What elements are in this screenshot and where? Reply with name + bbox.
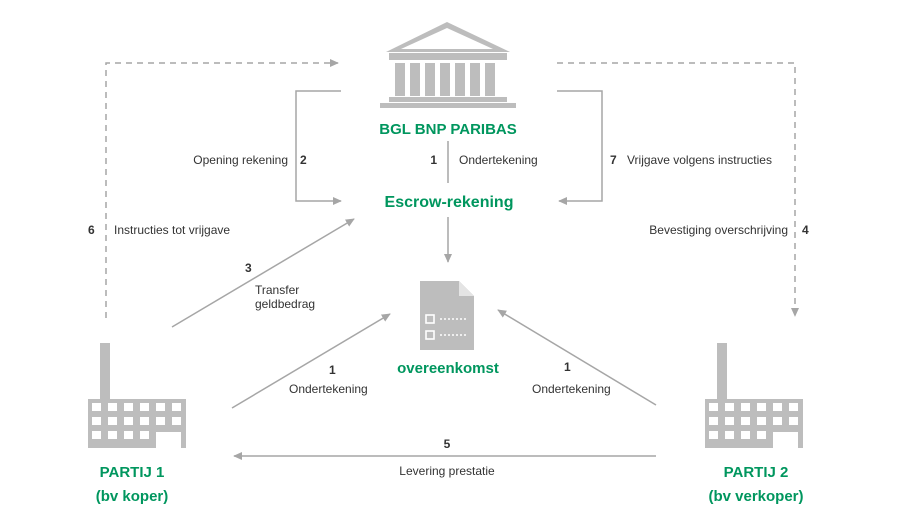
step-delivery-label: Levering prestatie bbox=[399, 464, 495, 478]
arrow-sign-party1 bbox=[231, 313, 391, 409]
party2-title: PARTIJ 2 bbox=[724, 464, 789, 481]
step-instructions-label: Instructies tot vrijgave bbox=[114, 223, 230, 237]
step-sign-party1-number: 1 bbox=[329, 363, 336, 377]
contract-title: overeenkomst bbox=[397, 360, 499, 377]
step-transfer-number: 3 bbox=[245, 261, 252, 275]
arrow-sign-party2 bbox=[497, 309, 657, 406]
bank-name: BGL BNP PARIBAS bbox=[379, 121, 517, 138]
party1-subtitle: (bv koper) bbox=[96, 488, 169, 505]
step-sign-party2-number: 1 bbox=[564, 360, 571, 374]
step-confirm-number: 4 bbox=[802, 223, 809, 237]
escrow-account-title: Escrow-rekening bbox=[385, 194, 514, 211]
bank-building-icon bbox=[380, 22, 516, 108]
arrow-release bbox=[557, 90, 603, 206]
step-open-account-number: 2 bbox=[300, 153, 307, 167]
arrow-transfer bbox=[171, 218, 355, 328]
step-release-label: Vrijgave volgens instructies bbox=[627, 153, 772, 167]
step-open-account-label: Opening rekening bbox=[193, 153, 288, 167]
step-sign-party2-label: Ondertekening bbox=[532, 382, 611, 396]
arrow-instructions bbox=[105, 58, 339, 318]
step-transfer-label-line2: geldbedrag bbox=[255, 297, 315, 311]
step-sign-party1-label: Ondertekening bbox=[289, 382, 368, 396]
factory-icon bbox=[88, 343, 186, 448]
step-transfer-label-line1: Transfer bbox=[255, 283, 299, 297]
party2-subtitle: (bv verkoper) bbox=[708, 488, 803, 505]
arrow-opening-account bbox=[295, 90, 342, 206]
step-delivery-number: 5 bbox=[444, 437, 451, 451]
step-sign-bank-label: Ondertekening bbox=[459, 153, 538, 167]
step-release-number: 7 bbox=[610, 153, 617, 167]
document-checklist-icon bbox=[420, 281, 474, 350]
party1-title: PARTIJ 1 bbox=[100, 464, 165, 481]
step-sign-bank-number: 1 bbox=[430, 153, 437, 167]
factory-icon bbox=[705, 343, 803, 448]
step-instructions-number: 6 bbox=[88, 223, 95, 237]
arrow-confirmation bbox=[557, 62, 800, 317]
step-confirm-label: Bevestiging overschrijving bbox=[649, 223, 788, 237]
